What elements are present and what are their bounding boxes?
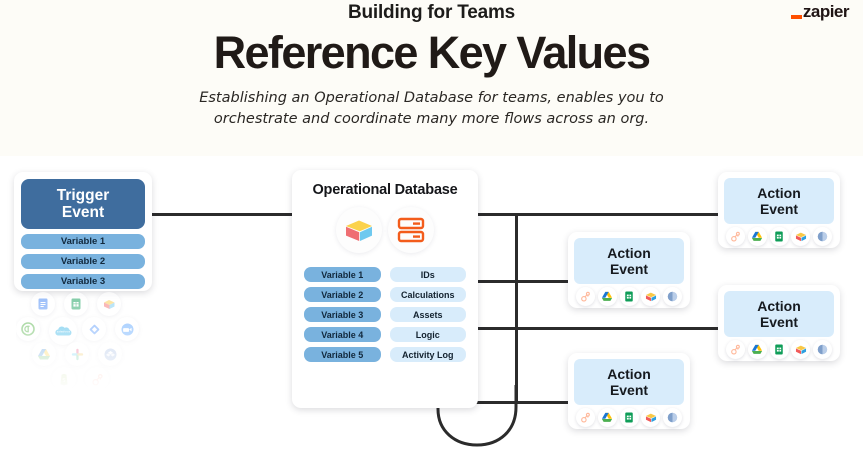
- svg-text:salesforce: salesforce: [56, 330, 70, 334]
- operational-database-title: Operational Database: [312, 182, 458, 198]
- action-event-card-4[interactable]: Action Event: [568, 353, 690, 429]
- action-icon-row-4: [574, 408, 684, 427]
- action-event-header-3: Action Event: [724, 291, 834, 337]
- header-band: [0, 0, 863, 156]
- zapier-tables-icon: [97, 292, 121, 316]
- connector-spine: [515, 213, 518, 402]
- airtable-icon: [336, 207, 382, 253]
- google-drive-icon: [597, 408, 617, 427]
- connector-spine-to-action-2: [470, 280, 570, 283]
- action-title-line-2: Event: [759, 201, 799, 217]
- db-key-activity-log[interactable]: Activity Log: [389, 347, 466, 362]
- db-key-assets[interactable]: Assets: [389, 307, 466, 322]
- google-drive-icon: [747, 227, 767, 246]
- action-icon-row-2: [574, 287, 684, 306]
- google-docs-icon: [31, 292, 55, 316]
- zapier-tables-icon: [641, 408, 661, 427]
- google-sheets-icon: [619, 408, 639, 427]
- operational-database-grid: Variable 1 Variable 2 Variable 3 Variabl…: [302, 267, 468, 362]
- action-event-header-4: Action Event: [574, 359, 684, 405]
- action-icon-row-1: [724, 227, 834, 246]
- quickbooks-icon: [16, 317, 40, 341]
- google-drive-icon: [747, 340, 767, 359]
- action-event-card-1[interactable]: Action Event: [718, 172, 840, 248]
- trigger-event-header: Trigger Event: [21, 179, 145, 229]
- action-title-line-1: Action: [757, 185, 801, 201]
- zapier-dash-icon: [790, 15, 802, 19]
- connector-spine-to-action-3: [470, 327, 720, 330]
- svg-text:S: S: [62, 378, 65, 384]
- action-title-line-1: Action: [607, 245, 651, 261]
- db-variable-5[interactable]: Variable 5: [304, 347, 381, 362]
- slack-icon: [65, 342, 89, 366]
- page-title: Reference Key Values: [213, 27, 651, 78]
- connector-trigger-to-database: [150, 213, 294, 216]
- zapier-tables-icon: [791, 340, 811, 359]
- generic-blue-icon: [663, 287, 682, 306]
- hubspot-icon: [85, 367, 109, 391]
- db-variable-4[interactable]: Variable 4: [304, 327, 381, 342]
- trigger-event-card[interactable]: Trigger Event Variable 1 Variable 2 Vari…: [14, 172, 152, 291]
- variable-column: Variable 1 Variable 2 Variable 3 Variabl…: [304, 267, 381, 362]
- google-sheets-icon: [619, 287, 639, 306]
- zapier-tables-icon: [388, 207, 434, 253]
- subtitle-line-2: orchestrate and coordinate many more flo…: [213, 111, 650, 127]
- hubspot-icon: [726, 340, 745, 359]
- google-sheets-icon: [769, 227, 789, 246]
- hubspot-icon: [576, 287, 595, 306]
- db-variable-1[interactable]: Variable 1: [304, 267, 381, 282]
- connector-database-to-spine: [476, 213, 518, 216]
- subtitle-line-1: Establishing an Operational Database for…: [199, 90, 664, 106]
- action-title-line-1: Action: [757, 298, 801, 314]
- trigger-variable-2[interactable]: Variable 2: [21, 254, 145, 269]
- connector-spine-to-action-1: [515, 213, 720, 216]
- app-icon-cloud: salesforce S: [16, 292, 151, 392]
- action-event-card-3[interactable]: Action Event: [718, 285, 840, 361]
- hubspot-icon: [576, 408, 595, 427]
- zapier-wordmark: zapier: [802, 2, 850, 21]
- google-sheets-icon: [769, 340, 789, 359]
- google-drive-icon: [32, 342, 56, 366]
- zapier-logo: zapier: [790, 2, 850, 22]
- action-icon-row-3: [724, 340, 834, 359]
- airtable-diamond-icon: [82, 317, 106, 341]
- generic-blue-icon: [663, 408, 682, 427]
- hubspot-icon: [726, 227, 745, 246]
- operational-database-card[interactable]: Operational Database Variable: [292, 170, 478, 408]
- zoom-icon: [115, 317, 139, 341]
- action-event-header-1: Action Event: [724, 178, 834, 224]
- zapier-tables-icon: [791, 227, 811, 246]
- db-variable-3[interactable]: Variable 3: [304, 307, 381, 322]
- action-title-line-2: Event: [609, 382, 649, 398]
- action-event-card-2[interactable]: Action Event: [568, 232, 690, 308]
- db-key-calculations[interactable]: Calculations: [389, 287, 466, 302]
- kicker-text: Building for Teams: [347, 2, 516, 23]
- subtitle: Establishing an Operational Database for…: [0, 88, 863, 130]
- action-title-line-2: Event: [759, 314, 799, 330]
- trigger-variable-1[interactable]: Variable 1: [21, 234, 145, 249]
- action-title-line-2: Event: [609, 261, 649, 277]
- db-key-logic[interactable]: Logic: [389, 327, 466, 342]
- trigger-variable-3[interactable]: Variable 3: [21, 274, 145, 289]
- action-event-header-2: Action Event: [574, 238, 684, 284]
- generic-blue-icon: [813, 340, 832, 359]
- trigger-title-line-2: Event: [61, 204, 105, 221]
- connector-spine-to-action-4: [470, 401, 570, 404]
- action-title-line-1: Action: [607, 366, 651, 382]
- db-key-ids[interactable]: IDs: [389, 267, 466, 282]
- dropbox-icon: [98, 342, 122, 366]
- salesforce-icon: salesforce: [49, 317, 77, 345]
- generic-blue-icon: [813, 227, 832, 246]
- trigger-title-line-1: Trigger: [56, 186, 110, 204]
- db-variable-2[interactable]: Variable 2: [304, 287, 381, 302]
- google-sheets-icon: [64, 292, 88, 316]
- key-column: IDs Calculations Assets Logic Activity L…: [389, 267, 466, 362]
- google-drive-icon: [597, 287, 617, 306]
- zapier-tables-icon: [641, 287, 661, 306]
- shopify-icon: S: [52, 367, 76, 391]
- operational-database-icon-row: [302, 207, 468, 253]
